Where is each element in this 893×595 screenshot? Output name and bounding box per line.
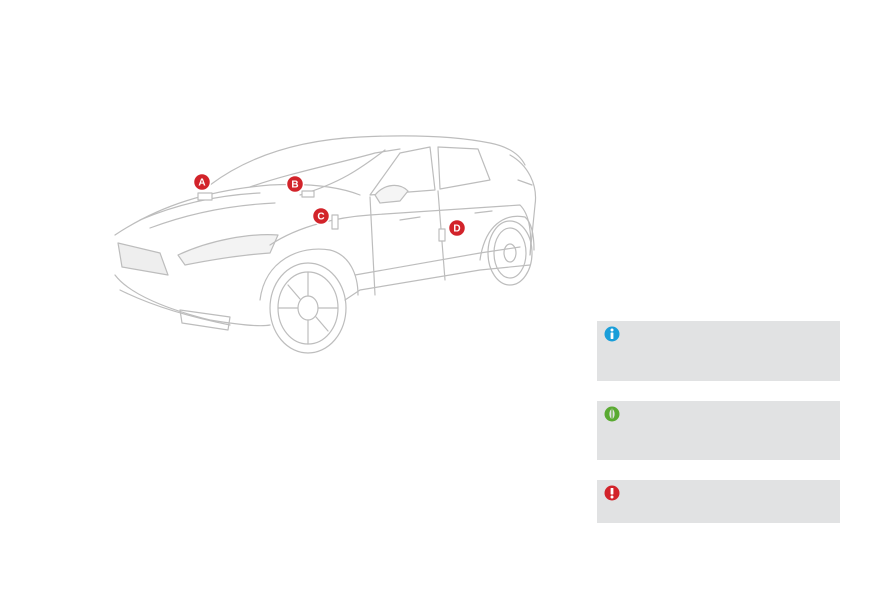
info-note-box <box>597 321 840 381</box>
eco-leaf-icon <box>604 406 620 422</box>
info-icon <box>604 326 620 342</box>
warning-note-box <box>597 480 840 523</box>
eco-note-box <box>597 401 840 460</box>
car-illustration <box>114 135 537 354</box>
warning-icon <box>604 485 620 501</box>
